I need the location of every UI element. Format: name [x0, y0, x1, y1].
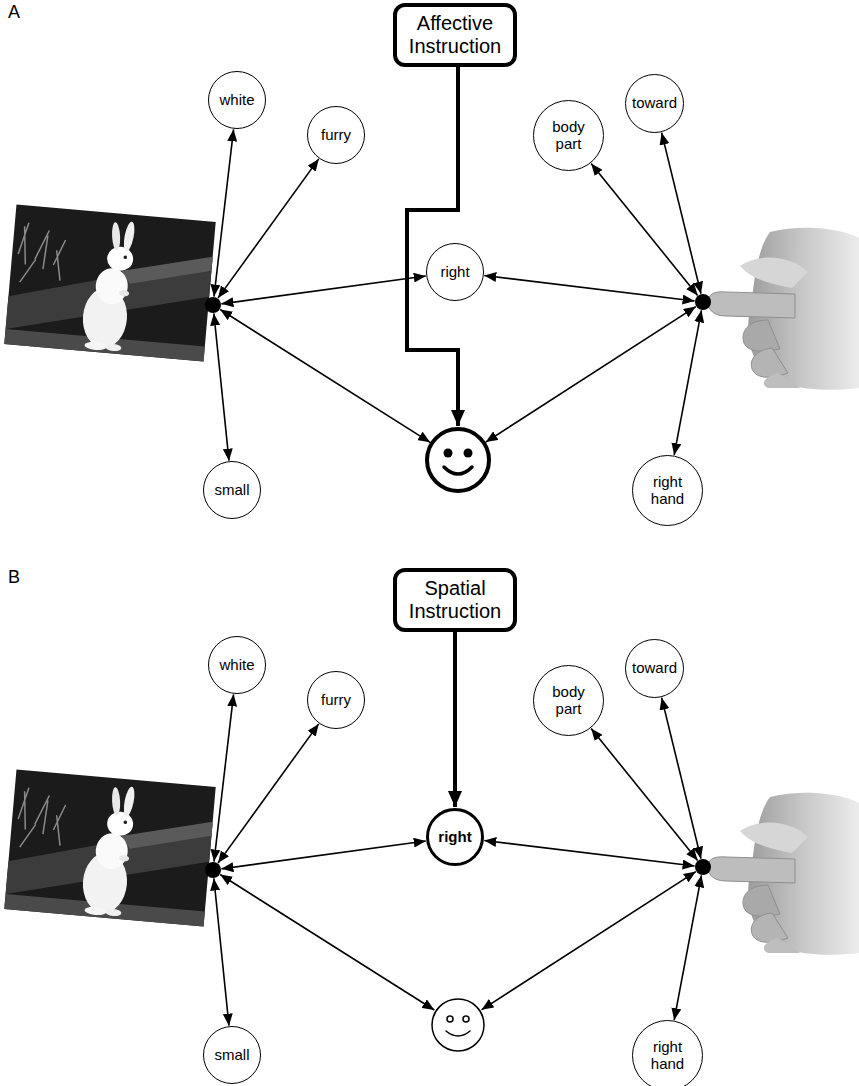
- concept-circle: furry: [307, 106, 365, 164]
- smiley-face: [432, 999, 484, 1051]
- concept-text: small: [214, 482, 249, 499]
- concept-text: toward: [632, 660, 677, 677]
- concept-circle: body part: [533, 100, 604, 171]
- rabbit-photo: [4, 205, 215, 362]
- instruction-box: Affective Instruction: [393, 3, 517, 67]
- double-arrow: [220, 310, 430, 443]
- smiley-mouth: [444, 467, 472, 474]
- concept-circle: right hand: [632, 1020, 703, 1086]
- instruction-text: Spatial Instruction: [405, 577, 505, 623]
- double-arrow: [221, 841, 425, 869]
- junction-dot: [695, 859, 711, 875]
- smiley-eye: [444, 449, 453, 458]
- double-arrow: [214, 129, 234, 296]
- double-arrow: [591, 164, 698, 296]
- concept-text: small: [214, 1047, 249, 1064]
- instruction-arrow: [453, 632, 457, 807]
- double-arrow: [591, 729, 698, 861]
- concept-circle: small: [203, 1026, 261, 1084]
- concept-text: right hand: [643, 474, 693, 507]
- concept-circle: toward: [625, 74, 684, 133]
- hand-photo: [708, 228, 859, 390]
- smiley-eye: [463, 1016, 469, 1022]
- concept-circle: white: [208, 71, 266, 129]
- double-arrow: [484, 276, 694, 301]
- concept-text: body part: [544, 684, 594, 717]
- double-arrow: [221, 276, 425, 304]
- hand-photo: [708, 793, 859, 955]
- double-arrow: [674, 310, 701, 455]
- junction-dot: [205, 297, 221, 313]
- concept-text: right: [440, 264, 469, 281]
- smiley-eye: [447, 1016, 453, 1022]
- junction-dot: [205, 862, 221, 878]
- double-arrow: [484, 841, 694, 866]
- concept-text: toward: [632, 95, 677, 112]
- double-arrow: [662, 133, 701, 294]
- double-arrow: [662, 698, 701, 859]
- double-arrow: [214, 694, 234, 861]
- concept-text: body part: [544, 119, 594, 152]
- smiley-face: [427, 429, 489, 491]
- double-arrow: [674, 875, 701, 1020]
- smiley-eye: [464, 449, 473, 458]
- double-arrow: [218, 724, 319, 863]
- concept-text: furry: [321, 127, 351, 144]
- concept-text: white: [219, 92, 254, 109]
- concept-circle: right: [426, 243, 484, 301]
- concept-circle: right hand: [632, 455, 703, 526]
- double-arrow: [482, 872, 696, 1010]
- concept-text: furry: [321, 692, 351, 709]
- concept-text: right: [438, 829, 471, 846]
- concept-circle: furry: [307, 671, 365, 729]
- double-arrow: [214, 313, 229, 460]
- panel-label: A: [8, 3, 20, 21]
- double-arrow: [214, 878, 229, 1025]
- instruction-text: Affective Instruction: [405, 12, 505, 58]
- concept-text: white: [219, 657, 254, 674]
- double-arrow: [220, 875, 434, 1010]
- double-arrow: [486, 307, 696, 443]
- instruction-box: Spatial Instruction: [393, 568, 517, 632]
- concept-circle: white: [208, 636, 266, 694]
- concept-circle: right: [426, 808, 484, 866]
- smiley-mouth: [446, 1031, 470, 1036]
- concept-text: right hand: [643, 1039, 693, 1072]
- concept-circle: small: [203, 461, 261, 519]
- panel-label: B: [8, 568, 20, 586]
- concept-circle: toward: [625, 639, 684, 698]
- rabbit-photo: [4, 770, 215, 927]
- concept-circle: body part: [533, 665, 604, 736]
- double-arrow: [218, 159, 319, 298]
- junction-dot: [695, 294, 711, 310]
